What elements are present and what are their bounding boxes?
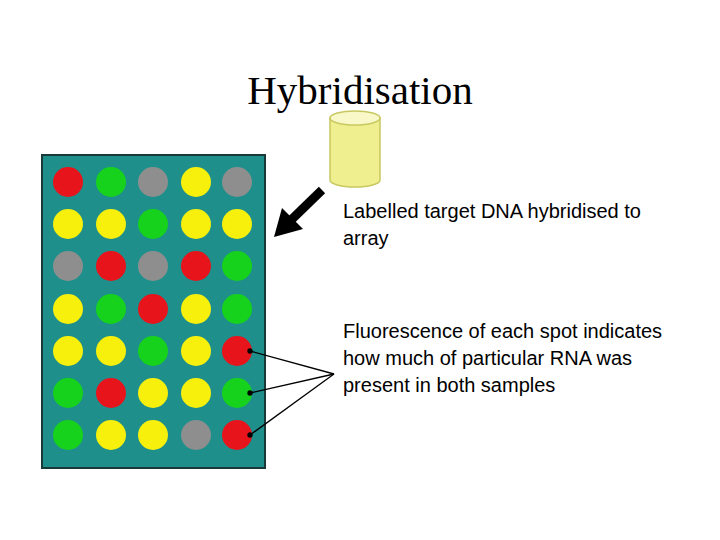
array-spot: [222, 167, 252, 197]
leader-dot: [248, 433, 252, 437]
array-spot: [96, 167, 126, 197]
array-spot: [53, 294, 83, 324]
array-spot: [222, 378, 252, 408]
array-spot: [53, 420, 83, 450]
array-spot: [181, 294, 211, 324]
array-spot: [138, 336, 168, 366]
array-spot: [138, 251, 168, 281]
diagram-title: Hybridisation: [0, 66, 720, 114]
array-spot: [138, 420, 168, 450]
array-spot: [96, 209, 126, 239]
microarray-slide: [42, 155, 265, 468]
array-spot: [96, 420, 126, 450]
arrow-shaft: [288, 190, 322, 223]
annotation-text: Labelled target DNA hybridised to array: [343, 198, 665, 252]
array-spot: [53, 167, 83, 197]
leader-line: [250, 351, 334, 374]
array-spot: [222, 420, 252, 450]
leader-lines: [248, 349, 334, 437]
array-spot: [96, 251, 126, 281]
array-spot: [138, 209, 168, 239]
leader-dot: [248, 391, 252, 395]
leader-dot: [248, 349, 252, 353]
array-spots: [53, 167, 252, 450]
annotation-text: Fluorescence of each spot indicates how …: [343, 318, 665, 399]
tube-top: [330, 111, 380, 125]
array-spot: [138, 167, 168, 197]
array-spot: [181, 251, 211, 281]
array-spot: [53, 336, 83, 366]
sample-tube: [330, 111, 380, 187]
array-spot: [222, 209, 252, 239]
array-spot: [53, 378, 83, 408]
array-spot: [96, 294, 126, 324]
arrow-head: [274, 208, 303, 237]
array-spot: [222, 294, 252, 324]
array-spot: [222, 251, 252, 281]
array-spot: [53, 251, 83, 281]
array-spot: [53, 209, 83, 239]
array-spot: [138, 378, 168, 408]
array-spot: [96, 336, 126, 366]
array-spot: [181, 209, 211, 239]
tube-body: [330, 118, 380, 187]
array-spot: [181, 336, 211, 366]
array-spot: [181, 420, 211, 450]
array-spot: [138, 294, 168, 324]
array-spot: [181, 378, 211, 408]
pointer-arrow: [274, 190, 322, 237]
array-spot: [96, 378, 126, 408]
array-spot: [181, 167, 211, 197]
leader-line: [250, 374, 334, 435]
array-spot: [222, 336, 252, 366]
